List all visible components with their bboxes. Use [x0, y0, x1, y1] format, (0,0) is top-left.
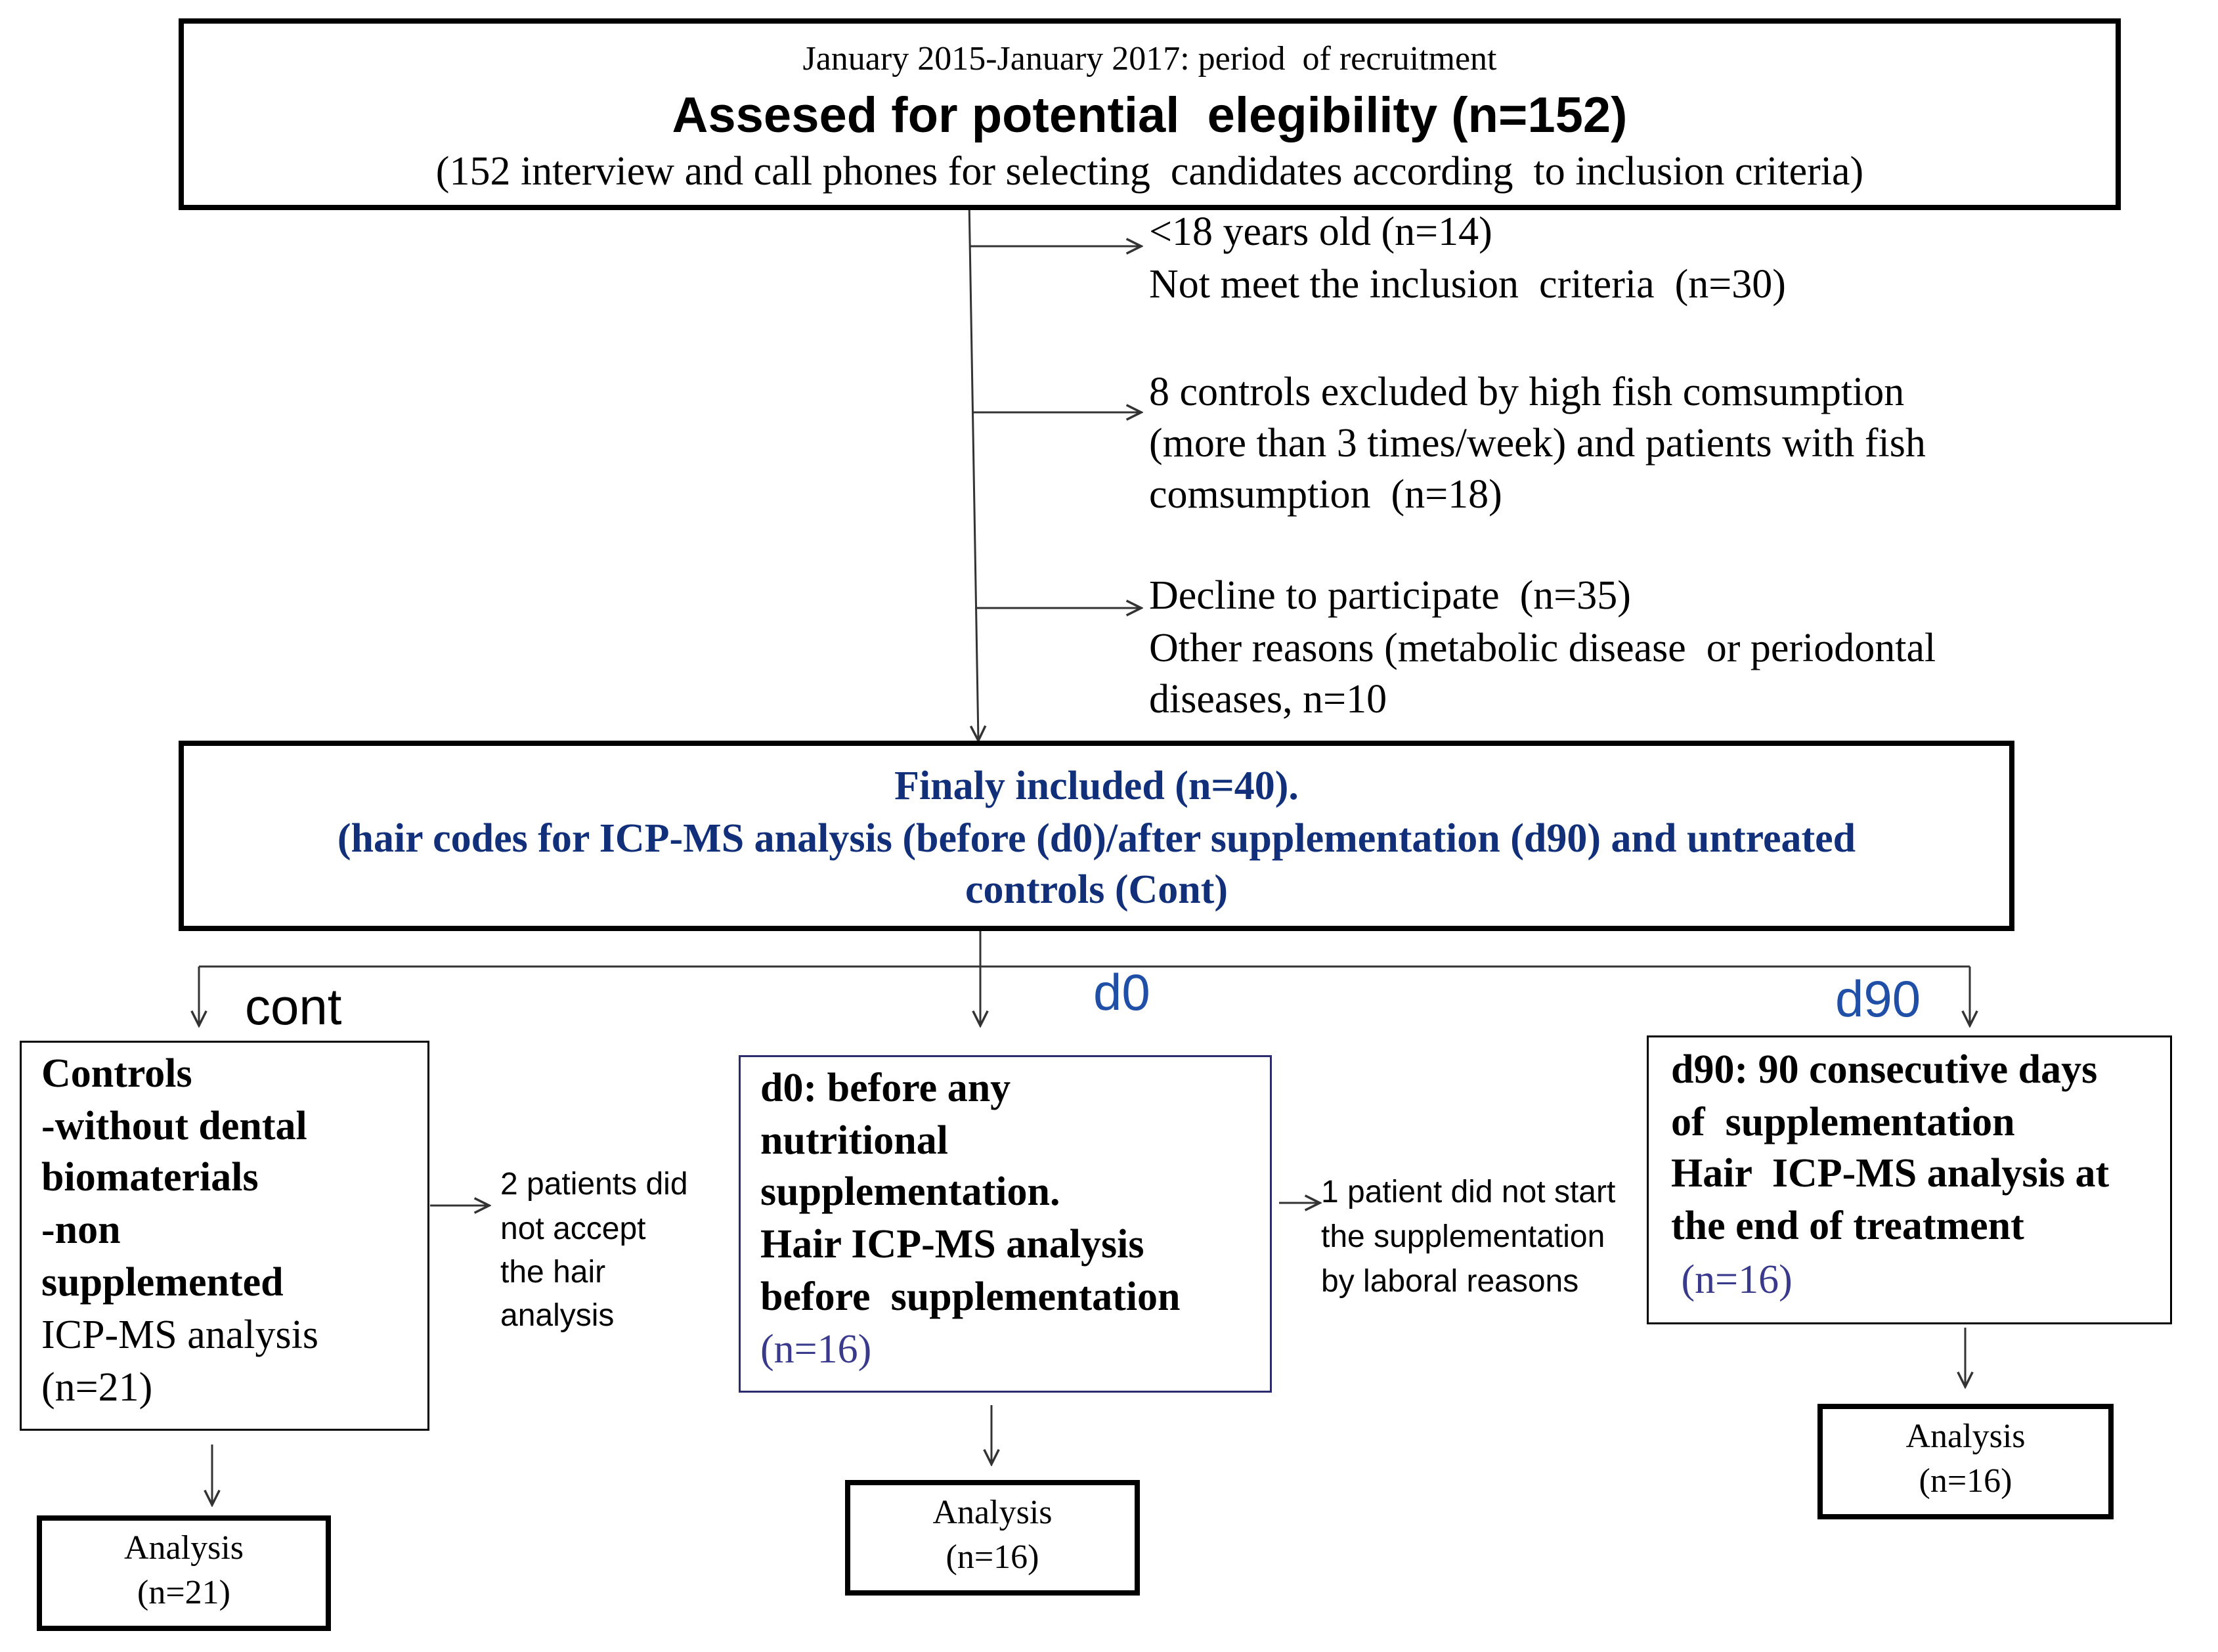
note-line: the supplementation: [1321, 1219, 1605, 1254]
controls-line: -without dental: [41, 1104, 307, 1148]
note-line: by laboral reasons: [1321, 1264, 1579, 1299]
exclusion-line: Other reasons (metabolic disease or peri…: [1149, 626, 1936, 670]
exclusion-line: Decline to participate (n=35): [1149, 573, 1631, 618]
assessment-title: Assesed for potential elegibility (n=152…: [672, 87, 1628, 143]
d90-count: (n=16): [1671, 1257, 1793, 1302]
branch-label-d90: d90: [1835, 970, 1921, 1028]
note-line: 2 patients did: [500, 1167, 688, 1202]
analysis-label: Analysis: [124, 1529, 244, 1567]
exclusion-line: Not meet the inclusion criteria (n=30): [1149, 262, 1786, 307]
controls-line: ICP-MS analysis: [41, 1313, 318, 1357]
d0-line: Hair ICP-MS analysis: [760, 1222, 1144, 1267]
d90-line: d90: 90 consecutive days: [1671, 1047, 2098, 1092]
analysis-box-d90: Analysis (n=16): [1817, 1404, 2114, 1519]
exclusion-line: 8 controls excluded by high fish comsump…: [1149, 370, 1905, 414]
analysis-count: (n=16): [946, 1538, 1039, 1576]
d0-box: d0: before any nutritional supplementati…: [739, 1055, 1272, 1393]
d90-line: the end of treatment: [1671, 1204, 2024, 1248]
exclusion-line: comsumption (n=18): [1149, 472, 1502, 517]
controls-box: Controls -without dental biomaterials -n…: [20, 1041, 429, 1431]
recruitment-period: January 2015-January 2017: period of rec…: [802, 40, 1497, 77]
branch-label-d0: d0: [1093, 963, 1150, 1021]
analysis-label: Analysis: [932, 1494, 1053, 1531]
main-flow-arrow: [968, 200, 978, 741]
assessment-subtitle: (152 interview and call phones for selec…: [435, 149, 1864, 194]
controls-line: biomaterials: [41, 1155, 259, 1200]
controls-line: -non: [41, 1207, 121, 1252]
included-line: (hair codes for ICP-MS analysis (before …: [337, 816, 1856, 861]
note-line: 1 patient did not start: [1321, 1175, 1616, 1209]
analysis-label: Analysis: [1905, 1418, 2026, 1455]
controls-count: (n=21): [41, 1365, 153, 1410]
included-box: Finaly included (n=40). (hair codes for …: [179, 741, 2014, 931]
branch-label-cont: cont: [245, 978, 342, 1035]
analysis-count: (n=16): [1919, 1462, 2012, 1500]
analysis-box-controls: Analysis (n=21): [37, 1515, 331, 1631]
included-line: Finaly included (n=40).: [894, 764, 1299, 808]
exclusion-line: diseases, n=10: [1149, 677, 1387, 722]
note-line: not accept: [500, 1211, 646, 1246]
analysis-count: (n=21): [137, 1574, 230, 1611]
controls-line: supplemented: [41, 1260, 284, 1305]
d0-line: supplementation.: [760, 1169, 1060, 1214]
analysis-box-d0: Analysis (n=16): [845, 1480, 1140, 1596]
controls-line: Controls: [41, 1051, 192, 1096]
d0-line: d0: before any: [760, 1066, 1011, 1110]
d90-line: Hair ICP-MS analysis at: [1671, 1151, 2110, 1196]
exclusion-line: (more than 3 times/week) and patients wi…: [1149, 421, 1926, 466]
note-line: the hair: [500, 1255, 606, 1290]
d0-line: nutritional: [760, 1118, 948, 1163]
d0-line: before supplementation: [760, 1274, 1181, 1319]
included-line: controls (Cont): [965, 867, 1229, 912]
d0-count: (n=16): [760, 1327, 872, 1372]
note-line: analysis: [500, 1298, 615, 1333]
d90-box: d90: 90 consecutive days of supplementat…: [1647, 1035, 2172, 1324]
exclusion-line: <18 years old (n=14): [1149, 209, 1492, 254]
d90-line: of supplementation: [1671, 1100, 2015, 1144]
assessment-box: January 2015-January 2017: period of rec…: [179, 18, 2121, 210]
